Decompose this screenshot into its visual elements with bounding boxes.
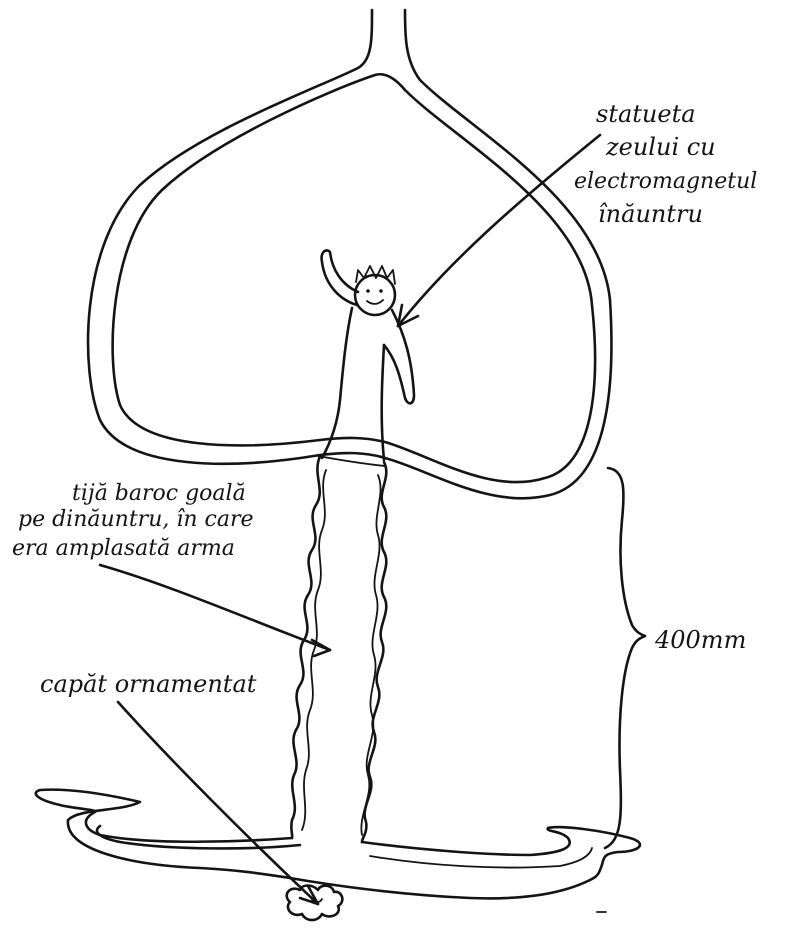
base-bottom-outline <box>290 878 590 898</box>
label-statue-line-2: zeului cu <box>605 133 716 161</box>
baroque-rod <box>291 456 386 842</box>
statuette-body-left <box>322 308 352 458</box>
arrow-to-end <box>118 702 318 904</box>
statuette-raised-arm <box>322 250 358 305</box>
vessel-inner-outline <box>113 74 595 482</box>
label-rod-line-1: tijă baroc goală <box>72 481 246 506</box>
base-left-arm-inner <box>97 826 300 848</box>
label-statue-line-1: statueta <box>596 100 696 128</box>
statuette-head <box>355 275 395 315</box>
label-dimension: 400mm <box>654 626 746 654</box>
label-rod-line-3: era amplasată arma <box>12 536 235 561</box>
vessel-bulb <box>88 10 611 498</box>
statuette-mouth <box>367 300 383 304</box>
statuette-eye-right <box>379 289 383 293</box>
arrow-to-statuette <box>398 135 600 326</box>
dimension-brace <box>605 468 645 848</box>
anchor-base <box>36 790 640 920</box>
label-statue-group: statueta zeului cu electromagnetul înăun… <box>574 100 757 228</box>
base-right-arm-outer <box>362 827 640 880</box>
label-statue-line-4: înăuntru <box>598 200 703 228</box>
statuette-figure <box>322 250 414 460</box>
label-rod-line-2: pe dinăuntru, în care <box>18 507 254 532</box>
label-statue-line-3: electromagnetul <box>574 169 757 194</box>
arrow-to-rod <box>100 565 330 650</box>
base-left-arm-outer <box>36 790 292 878</box>
label-rod-group: tijă baroc goală pe dinăuntru, în care e… <box>12 481 254 561</box>
statuette-body-right <box>382 345 384 460</box>
statuette-eye-left <box>366 289 370 293</box>
rod-collar-line <box>318 456 385 466</box>
label-ornamented-end: capăt ornamentat <box>40 670 257 698</box>
